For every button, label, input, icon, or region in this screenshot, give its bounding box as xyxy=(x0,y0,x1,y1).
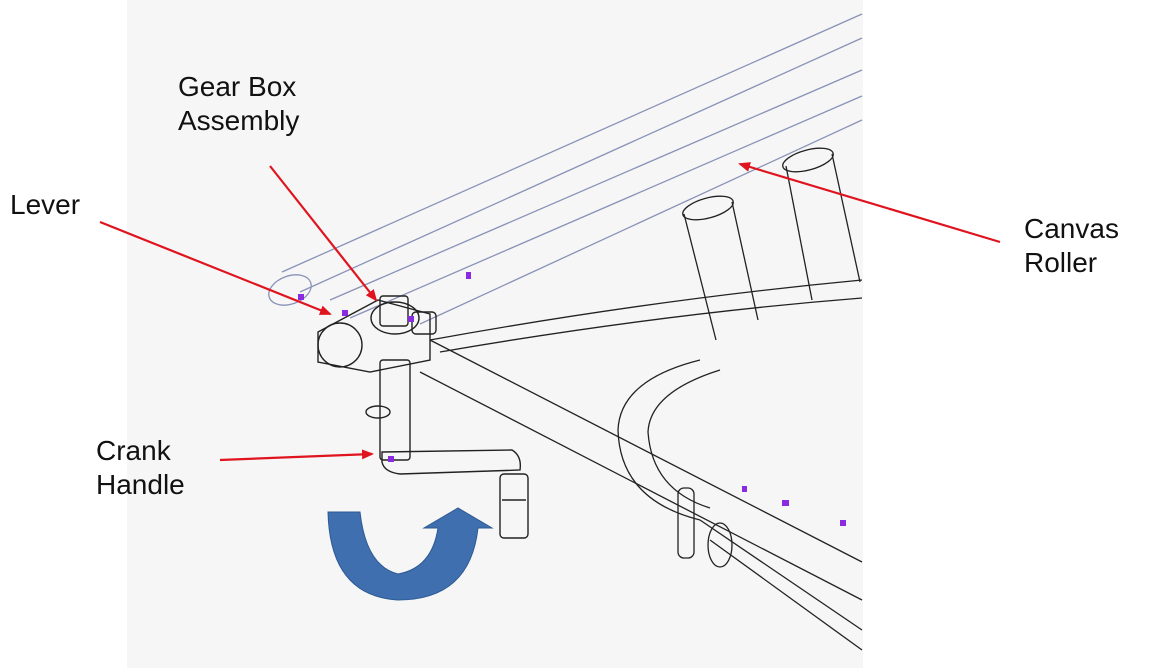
gear-box-pointer xyxy=(269,165,378,302)
gear-box-label-line1: Gear Box xyxy=(178,71,297,102)
canvas-roller-label-line2: Roller xyxy=(1024,247,1098,278)
reference-markers xyxy=(298,272,846,526)
canvas-roller-label-line1: Canvas xyxy=(1024,213,1119,244)
crank-handle-label-line2: Handle xyxy=(96,469,185,500)
pointer-arrows xyxy=(99,162,1001,462)
crank-assembly xyxy=(365,359,529,539)
gear-box-label: Gear Box Assembly xyxy=(178,70,299,138)
crank-handle-label-line1: Crank xyxy=(96,435,171,466)
crank-handle-pointer xyxy=(219,449,374,462)
gear-box-label-line2: Assembly xyxy=(178,105,300,136)
rod-holders xyxy=(682,147,861,341)
lever-label: Lever xyxy=(10,188,80,222)
frame-tube xyxy=(419,279,863,651)
drawing-panel xyxy=(127,0,863,668)
crank-handle-label: Crank Handle xyxy=(96,434,185,502)
lever-pointer xyxy=(99,220,332,316)
canvas-roller-label: Canvas Roller xyxy=(1024,212,1119,280)
canvas-roller xyxy=(268,13,863,325)
gear-box-assembly xyxy=(317,295,437,373)
canvas-roller-pointer xyxy=(738,162,1001,244)
lever-label-text: Lever xyxy=(10,189,81,220)
curved-rotation-arrow-icon xyxy=(327,507,494,601)
